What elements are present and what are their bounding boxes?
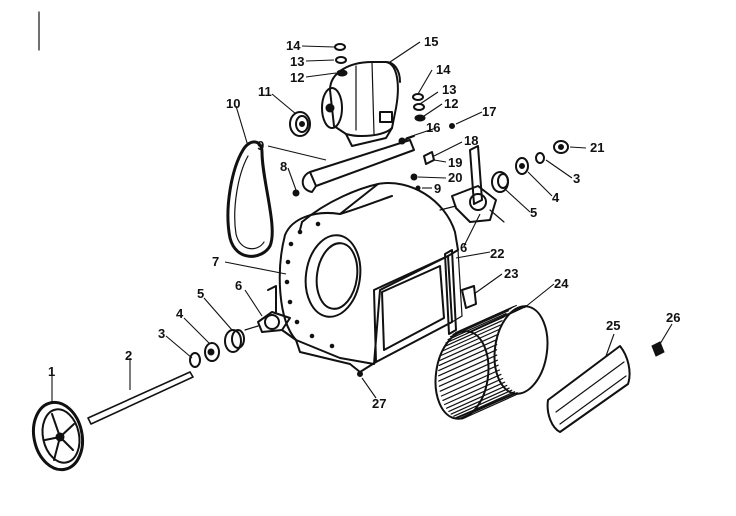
callout-7: 7 (212, 254, 219, 269)
wheel-fin (450, 387, 510, 415)
callout-14-right: 14 (436, 62, 451, 77)
blower-housing (278, 182, 463, 373)
wheel-fin (438, 359, 498, 387)
callout-25: 25 (606, 318, 620, 333)
callout-5-right: 5 (530, 205, 537, 220)
callout-9-right: 9 (434, 181, 441, 196)
callout-8: 8 (280, 159, 287, 174)
wheel-fin (448, 384, 508, 412)
wheel-fin (439, 333, 499, 361)
wheel-fin (453, 389, 513, 417)
wheel-fin (452, 307, 512, 335)
motor-mount-bar (292, 139, 415, 197)
wheel-fin (439, 364, 499, 392)
callout-16: 16 (426, 120, 440, 135)
callout-2: 2 (125, 348, 132, 363)
wheel-fin (440, 328, 500, 357)
wheel-fin (443, 320, 503, 348)
wheel-fin (446, 381, 506, 409)
left-bearing-stack (189, 285, 291, 368)
leader-lines (51, 41, 673, 404)
callout-20: 20 (448, 170, 462, 185)
wheel-fin (455, 391, 516, 419)
wheel-fin (441, 324, 501, 352)
wheel-fin (438, 354, 498, 382)
callout-22: 22 (490, 246, 504, 261)
callout-15: 15 (424, 34, 438, 49)
callout-21: 21 (590, 140, 604, 155)
wheel-fin (445, 316, 505, 344)
callout-9-left: 9 (257, 138, 264, 153)
wheel-fin (447, 313, 507, 341)
wheel-fin (440, 369, 500, 397)
callout-3-right: 3 (573, 171, 580, 186)
mounting-strap (444, 249, 477, 335)
wheel-fin (438, 338, 498, 366)
pulley-wheel (31, 400, 85, 472)
part-callouts: 1 2 3 4 5 6 7 8 9 10 11 12 13 14 15 14 1… (48, 34, 680, 411)
v-belt (226, 140, 274, 258)
callout-1: 1 (48, 364, 55, 379)
callout-3-left: 3 (158, 326, 165, 341)
callout-17: 17 (482, 104, 496, 119)
callout-10: 10 (226, 96, 240, 111)
wheel-fin (461, 392, 521, 420)
right-bearing-hardware (334, 43, 569, 223)
housing-fastener (357, 371, 363, 377)
callout-13-right: 13 (442, 82, 456, 97)
wheel-fin (442, 373, 502, 401)
wheel-fin (458, 392, 518, 420)
wheel-fin (438, 349, 498, 377)
callout-14-left: 14 (286, 38, 301, 53)
callout-26: 26 (666, 310, 680, 325)
shaft (87, 371, 194, 425)
callout-13-left: 13 (290, 54, 304, 69)
callout-6-left: 6 (235, 278, 242, 293)
callout-6-right: 6 (460, 240, 467, 255)
callout-12-left: 12 (290, 70, 304, 85)
callout-12-right: 12 (444, 96, 458, 111)
wheel-fin (444, 377, 504, 406)
blower-wheel (434, 304, 549, 420)
callout-18: 18 (464, 133, 478, 148)
callout-4-right: 4 (552, 190, 560, 205)
callout-11: 11 (258, 84, 272, 99)
callout-4-left: 4 (176, 306, 184, 321)
motor-pulley (289, 111, 311, 137)
wheel-fin (449, 310, 510, 338)
cutoff-plate (546, 345, 631, 433)
callout-5-left: 5 (197, 286, 204, 301)
screw (651, 341, 665, 357)
wheel-fin (438, 344, 498, 372)
callout-27: 27 (372, 396, 386, 411)
callout-19: 19 (448, 155, 462, 170)
callout-23: 23 (504, 266, 518, 281)
motor (321, 61, 401, 147)
callout-24: 24 (554, 276, 569, 291)
